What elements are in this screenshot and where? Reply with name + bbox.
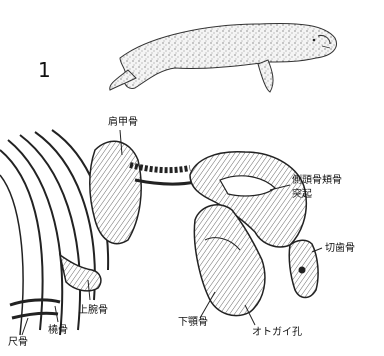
label-incisive-bone: 切歯骨 bbox=[325, 244, 355, 254]
skeleton-drawing bbox=[0, 130, 322, 335]
label-scapula: 肩甲骨 bbox=[108, 118, 138, 128]
label-otogai-foramen: オトガイ孔 bbox=[252, 328, 302, 338]
dugong-silhouette bbox=[110, 23, 337, 92]
label-radius: 橈骨 bbox=[48, 326, 68, 336]
label-zygomatic-process-2: 突起 bbox=[292, 190, 312, 200]
label-zygomatic-process: 側頭骨頬骨 bbox=[292, 176, 342, 186]
label-ulna: 尺骨 bbox=[8, 338, 28, 348]
label-humerus: 上腕骨 bbox=[78, 306, 108, 316]
figure-number: 1 bbox=[38, 60, 51, 80]
label-mandible: 下顎骨 bbox=[178, 318, 208, 328]
